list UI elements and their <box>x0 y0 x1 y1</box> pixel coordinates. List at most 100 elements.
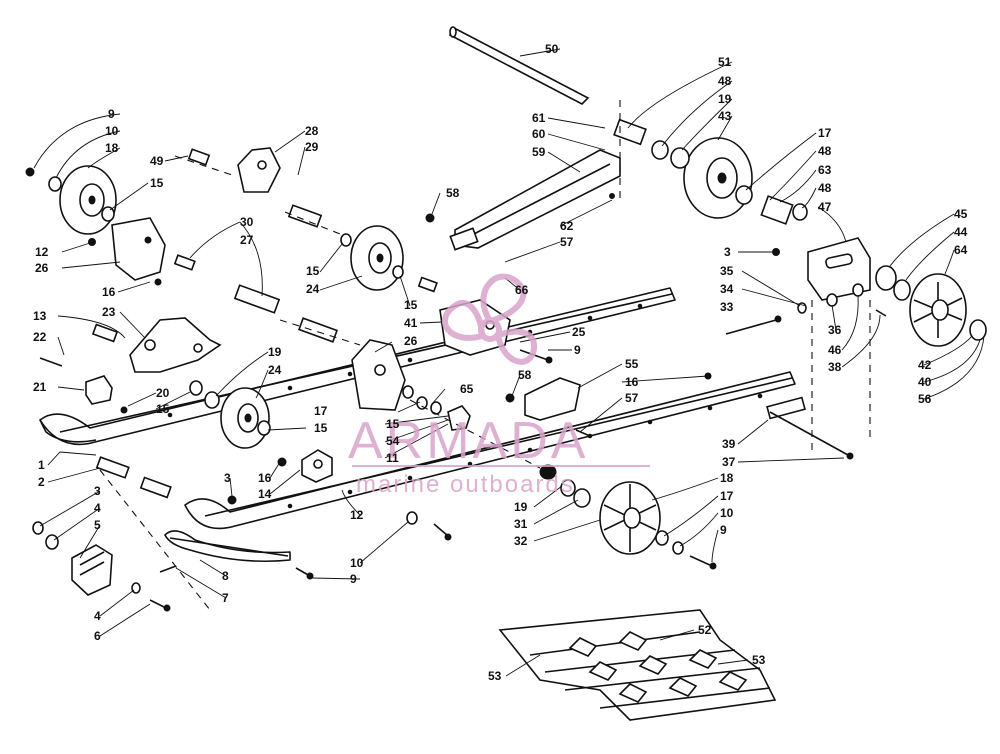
callout-label: 45 <box>954 207 968 221</box>
callout-label: 28 <box>305 124 319 138</box>
washers-and-nuts <box>25 140 911 594</box>
callout-label: 9 <box>720 523 727 537</box>
callout-label: 57 <box>625 391 639 405</box>
callout-label: 66 <box>515 283 529 297</box>
callout-label: 26 <box>35 261 49 275</box>
callout-label: 24 <box>306 282 320 296</box>
callout-label: 34 <box>720 282 734 296</box>
end-plate-47 <box>807 237 871 301</box>
shock-arm-23 <box>129 317 222 373</box>
callout-label: 15 <box>314 421 328 435</box>
rear-axle-shaft <box>448 26 590 105</box>
callout-label: 10 <box>105 124 119 138</box>
watermark-tagline: marine outboards <box>356 471 575 498</box>
propeller-logo-icon <box>442 273 538 365</box>
callout-label: 18 <box>720 471 734 485</box>
callout-label: 53 <box>488 669 502 683</box>
callout-label: 7 <box>222 591 229 605</box>
callout-label: 10 <box>350 556 364 570</box>
callout-label: 48 <box>718 74 732 88</box>
callout-label: 31 <box>514 517 528 531</box>
callout-label: 53 <box>752 653 766 667</box>
callout-label: 8 <box>222 569 229 583</box>
callout-label: 60 <box>532 127 546 141</box>
callout-label: 39 <box>722 437 736 451</box>
watermark-brand: ARMADA <box>348 412 588 470</box>
callout-label: 4 <box>94 609 101 623</box>
callout-label: 15 <box>386 417 400 431</box>
mount-bracket-28 <box>237 147 281 193</box>
pivot-block-14 <box>301 449 333 483</box>
callout-label: 57 <box>560 235 574 249</box>
callout-label: 46 <box>828 343 842 357</box>
callout-label: 40 <box>918 375 932 389</box>
callout-label: 58 <box>518 368 532 382</box>
callout-label: 50 <box>545 42 559 56</box>
callout-label: 19 <box>718 92 732 106</box>
callout-label: 10 <box>720 506 734 520</box>
suspension-arm <box>449 149 621 251</box>
callout-label: 47 <box>818 200 832 214</box>
callout-label: 6 <box>94 629 101 643</box>
idler-wheel-left <box>59 165 117 235</box>
callout-label: 13 <box>33 309 47 323</box>
callout-label: 48 <box>818 144 832 158</box>
callout-label: 9 <box>574 343 581 357</box>
callout-label: 56 <box>918 392 932 406</box>
rubber-bumper-5 <box>71 544 113 596</box>
callout-label: 41 <box>404 316 418 330</box>
callout-label: 22 <box>33 330 47 344</box>
callout-label: 9 <box>350 572 357 586</box>
callout-label: 16 <box>258 471 272 485</box>
callout-label: 25 <box>572 325 586 339</box>
callout-label: 37 <box>722 455 736 469</box>
armada-watermark: ARMADA marine outboards <box>348 273 650 498</box>
callout-label: 3 <box>94 484 101 498</box>
callout-label: 9 <box>108 107 115 121</box>
spacer-tubes <box>91 118 806 499</box>
callout-label: 18 <box>105 141 119 155</box>
callout-label: 19 <box>268 345 282 359</box>
callout-label: 35 <box>720 264 734 278</box>
callout-label: 15 <box>156 402 170 416</box>
callout-label: 64 <box>954 243 968 257</box>
callout-label: 36 <box>828 323 842 337</box>
callout-labels: 9 10 18 15 12 26 16 13 22 21 23 20 15 19… <box>33 42 968 683</box>
callout-label: 26 <box>404 334 418 348</box>
callout-label: 11 <box>386 451 399 465</box>
callout-label: 12 <box>35 245 49 259</box>
wear-strip <box>164 530 291 563</box>
callout-label: 55 <box>625 357 639 371</box>
callout-label: 43 <box>718 109 732 123</box>
idler-wheel-mid <box>350 225 404 291</box>
callout-label: 15 <box>150 176 164 190</box>
callout-label: 48 <box>818 181 832 195</box>
callout-label: 27 <box>240 233 254 247</box>
front-bracket <box>111 217 166 281</box>
rear-wheel-top <box>683 137 753 219</box>
callout-label: 38 <box>828 360 842 374</box>
callout-label: 23 <box>102 305 116 319</box>
callout-label: 20 <box>156 386 170 400</box>
callout-label: 4 <box>94 501 101 515</box>
callout-label: 44 <box>954 225 968 239</box>
callout-label: 24 <box>268 363 282 377</box>
callout-label: 62 <box>560 219 574 233</box>
callout-label: 51 <box>718 55 732 69</box>
callout-label: 17 <box>314 404 328 418</box>
callout-label: 16 <box>102 285 116 299</box>
callout-label: 30 <box>240 215 254 229</box>
callout-label: 49 <box>150 154 164 168</box>
bracket-55 <box>524 377 581 421</box>
callout-label: 3 <box>724 245 731 259</box>
callout-label: 33 <box>720 300 734 314</box>
callout-label: 14 <box>258 487 272 501</box>
callout-label: 52 <box>698 623 712 637</box>
callout-label: 63 <box>818 163 832 177</box>
leader-lines <box>33 48 985 677</box>
rear-wheel-right <box>909 273 987 347</box>
idler-wheel-lower <box>220 387 270 449</box>
callout-label: 19 <box>514 500 528 514</box>
